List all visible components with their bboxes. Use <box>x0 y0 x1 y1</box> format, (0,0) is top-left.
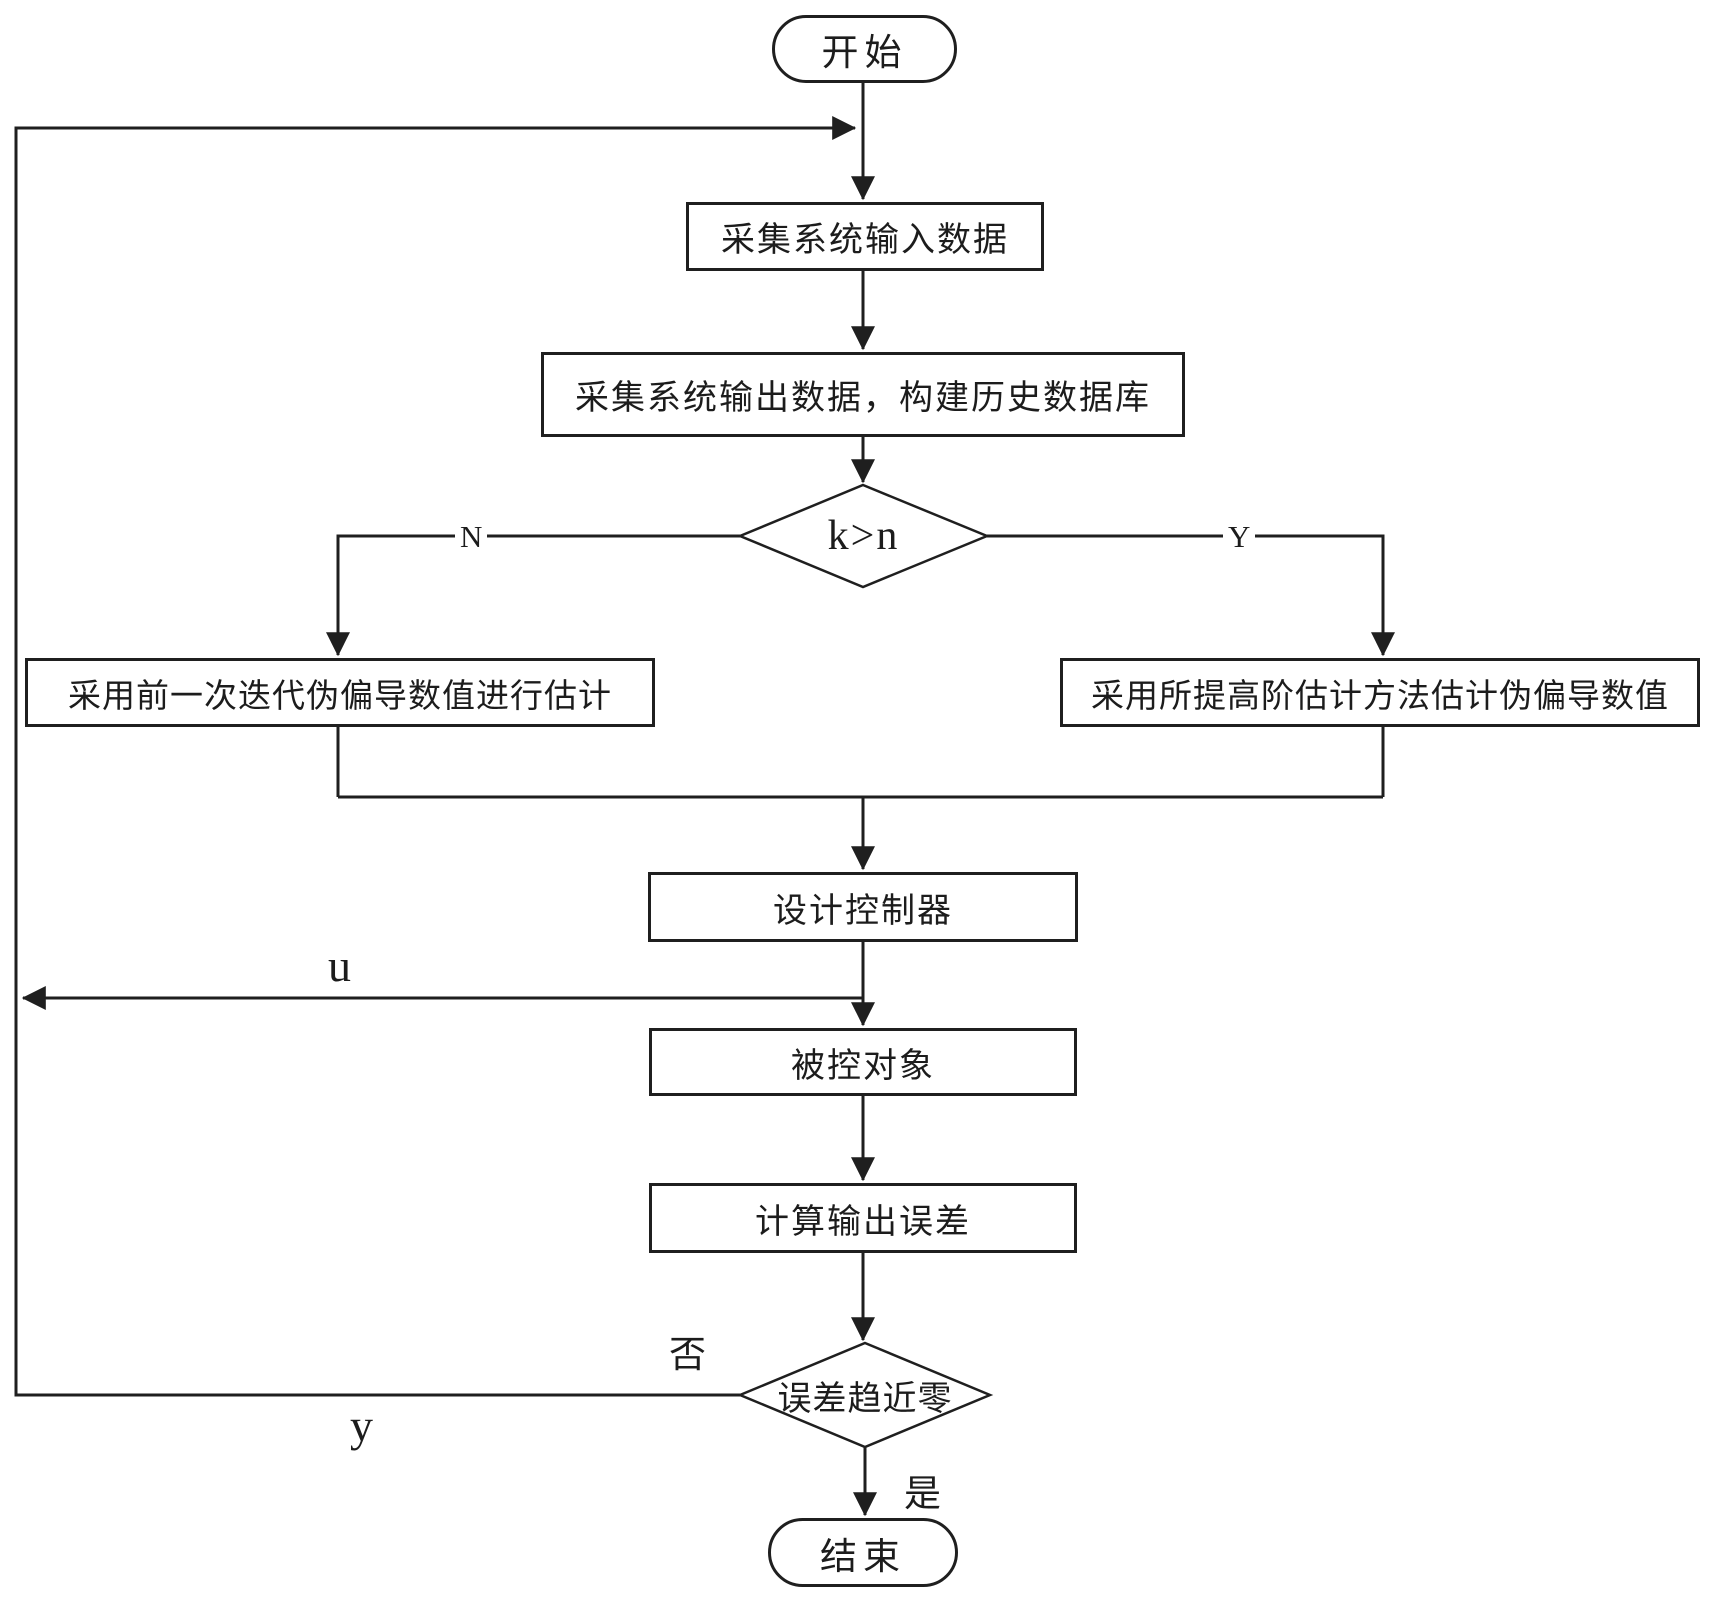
label-decision-no: 否 <box>665 1332 710 1376</box>
label-u-signal: u <box>322 940 357 992</box>
node-decision-error-zero: 误差趋近零 <box>777 1379 953 1418</box>
node-collect-input: 采集系统输入数据 <box>686 202 1044 271</box>
label-branch-y: Y <box>1223 515 1256 557</box>
node-start: 开始 <box>772 15 957 83</box>
node-estimate-prev: 采用前一次迭代伪偏导数值进行估计 <box>25 658 655 727</box>
decision-k-n-shape <box>736 483 991 589</box>
label-y-signal: y <box>344 1400 379 1452</box>
node-end: 结束 <box>768 1518 958 1587</box>
label-branch-n: N <box>455 515 488 557</box>
label-decision-yes: 是 <box>900 1471 945 1515</box>
node-compute-error: 计算输出误差 <box>649 1183 1077 1253</box>
edge-branch-y <box>987 534 1395 657</box>
node-estimate-high-order: 采用所提高阶估计方法估计伪偏导数值 <box>1060 658 1700 727</box>
node-design-controller: 设计控制器 <box>648 872 1078 942</box>
node-decision-k-n: k>n <box>827 513 900 559</box>
node-collect-output: 采集系统输出数据，构建历史数据库 <box>541 352 1185 437</box>
node-controlled-object: 被控对象 <box>649 1028 1077 1096</box>
edge-branch-n <box>326 534 740 657</box>
edge-feedback-loop <box>14 116 857 1397</box>
decision-error-zero-shape <box>736 1341 994 1449</box>
